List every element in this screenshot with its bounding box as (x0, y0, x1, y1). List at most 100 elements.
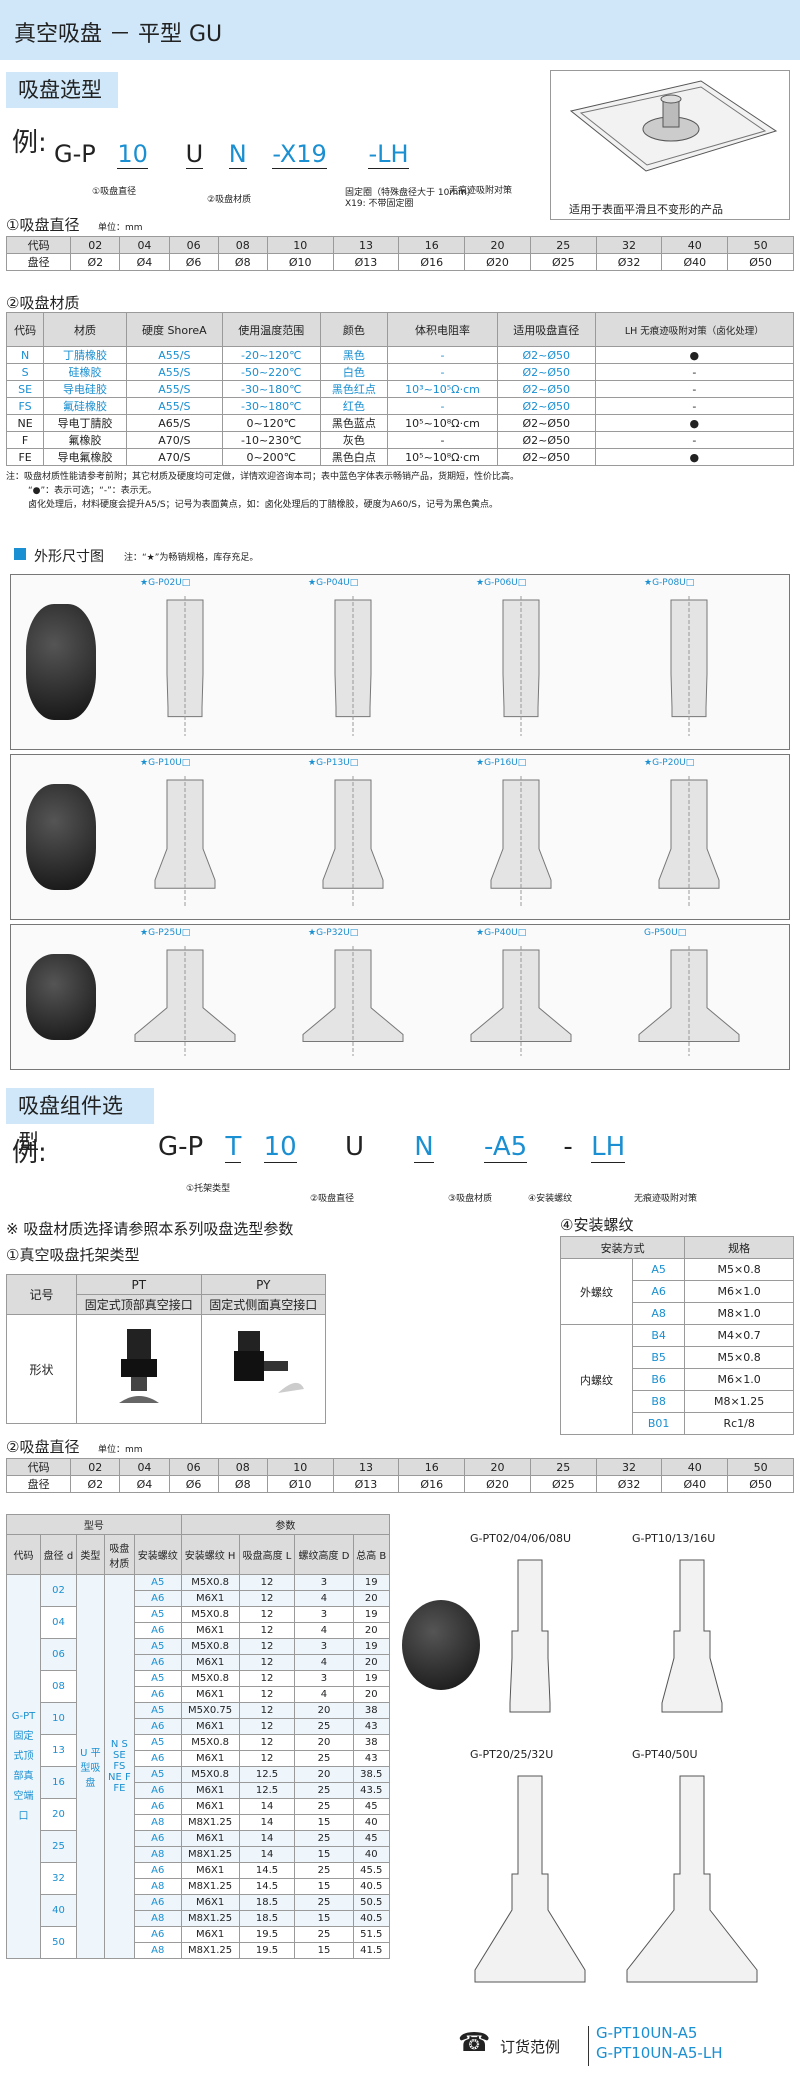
order-code-2: G-PT10UN-A5-LH (596, 2044, 723, 2062)
table-row: 形状 (6, 1314, 326, 1424)
example-note: ②吸盘材质 (207, 195, 252, 205)
table-cell: 12 (238, 1638, 296, 1655)
table-header-cell: 硬度 ShoreA (125, 312, 223, 347)
table-cell: 3 (294, 1638, 354, 1655)
table-cell: M5X0.8 (180, 1574, 240, 1591)
table-cell: 19 (352, 1574, 391, 1591)
table-cell: Ø2 (70, 253, 121, 271)
table-cell: 13 (40, 1734, 77, 1767)
table-cell: 12.5 (238, 1766, 296, 1783)
table-cell: 19 (352, 1638, 391, 1655)
table-cell: 20 (294, 1734, 354, 1751)
title-bar: 真空吸盘 － 平型 GU (0, 0, 800, 60)
table-cell: - (387, 346, 498, 364)
unit-note: 单位：mm (98, 1445, 143, 1455)
table-cell: M6X1 (180, 1590, 240, 1607)
table-header-cell: 吸盘材质 (103, 1534, 135, 1575)
note-line: 注：吸盘材质性能请参考前附；其它材质及硬度均可定做，详情欢迎咨询本司；表中蓝色字… (6, 472, 520, 482)
table-cell: 02 (70, 236, 121, 254)
table-cell: -30~180℃ (221, 397, 321, 415)
table-cell: 43 (352, 1718, 391, 1735)
order-divider (588, 2026, 589, 2066)
cup-drawing (334, 596, 372, 736)
assembly-drawing (661, 1559, 723, 1713)
table-cell: 20 (294, 1702, 354, 1719)
table-header-cell: PT (76, 1274, 202, 1295)
table-cell: 10 (266, 236, 334, 254)
table-cell: Ø6 (168, 1475, 219, 1493)
table-cell: 12 (238, 1574, 296, 1591)
table-cell: 02 (70, 1458, 121, 1476)
table-cell: M8X1.25 (180, 1878, 240, 1895)
table-cell: - (387, 363, 498, 381)
code-part: LH (591, 1132, 626, 1163)
note-line: “●”：表示可选；“-”：表示无。 (28, 486, 157, 496)
table-cell: Ø16 (398, 253, 466, 271)
cup-drawing (490, 776, 552, 906)
table-cell: FS (5, 397, 45, 415)
table-cell: 4 (294, 1590, 354, 1607)
table-cell: A8 (133, 1814, 182, 1831)
table-cell: A5 (133, 1702, 182, 1719)
table-cell: 04 (119, 1458, 170, 1476)
table-cell: 50 (727, 1458, 794, 1476)
table-cell: A6 (631, 1280, 686, 1303)
dims-title: 外形尺寸图 (34, 549, 104, 565)
table-cell: A55/S (125, 363, 223, 381)
suction-cup-on-plate-icon (569, 80, 778, 172)
code-part: 10 (117, 140, 148, 169)
table-cell: 黑色白点 (319, 448, 389, 466)
table-header-cell: 参数 (180, 1514, 391, 1535)
table-cell: 50 (40, 1926, 77, 1959)
table-cell: Ø32 (595, 1475, 663, 1493)
table-cell: -50~220℃ (221, 363, 321, 381)
table-cell: B6 (631, 1368, 686, 1391)
table-cell: 14.5 (238, 1862, 296, 1879)
code-part: G-P (158, 1132, 204, 1162)
table-cell: A5 (133, 1638, 182, 1655)
table-cell: M5×0.8 (684, 1346, 794, 1369)
table-cell: 12 (238, 1750, 296, 1767)
table-cell: 4 (294, 1654, 354, 1671)
table-cell: 丁腈橡胶 (43, 346, 127, 364)
table-cell: 16 (398, 236, 466, 254)
table-cell: - (387, 397, 498, 415)
table-cell: A8 (133, 1846, 182, 1863)
table-cell: B01 (631, 1412, 686, 1435)
table-cell: Ø2~Ø50 (496, 380, 596, 398)
code-part: - (563, 1132, 573, 1162)
pt-bracket-icon (76, 1314, 202, 1424)
table-cell: 导电氟橡胶 (43, 448, 127, 466)
order-code-1: G-PT10UN-A5 (596, 2024, 698, 2042)
table-cell: 14.5 (238, 1878, 296, 1895)
example-note: 无痕迹吸附对策 (449, 186, 513, 196)
table-cell: 13 (332, 236, 400, 254)
table-cell: 15 (294, 1814, 354, 1831)
table-cell: A6 (133, 1686, 182, 1703)
table-cell: M4×0.7 (684, 1324, 794, 1347)
table-cell: - (594, 380, 795, 398)
table-cell: 代码 (5, 236, 72, 254)
table-cell: 32 (595, 1458, 663, 1476)
table-cell: 04 (119, 236, 170, 254)
table-cell: NE (5, 414, 45, 432)
assembly-drawing-title: G-PT02/04/06/08U (470, 1532, 572, 1545)
table-cell: 50 (727, 236, 794, 254)
table-cell: 40.5 (352, 1878, 391, 1895)
table-cell: 41.5 (352, 1942, 391, 1959)
bracket-title: ①真空吸盘托架类型 (6, 1246, 140, 1264)
table-cell: 导电硅胶 (43, 380, 127, 398)
table-cell: 10 (40, 1702, 77, 1735)
table-cell: 20 (352, 1590, 391, 1607)
